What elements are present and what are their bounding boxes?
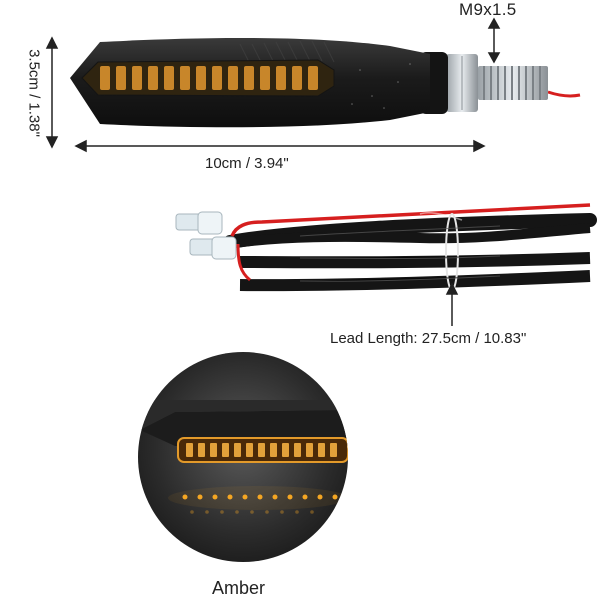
wire-bundle — [175, 203, 597, 326]
lead-length-label: Lead Length: 27.5cm / 10.83" — [330, 330, 527, 347]
height-label: 3.5cm / 1.38" — [25, 49, 43, 137]
length-dimension-arrow — [74, 139, 486, 153]
thread-size-label: M9x1.5 — [459, 0, 517, 19]
color-preview-circle — [138, 352, 348, 562]
length-label: 10cm / 3.94" — [205, 155, 289, 172]
color-option-label: Amber — [212, 578, 266, 598]
height-dimension-arrow — [45, 36, 59, 149]
lead-pointer-arrow — [445, 282, 459, 326]
connector-terminals — [175, 211, 237, 260]
turn-signal-unit — [70, 38, 581, 128]
thread-dimension-arrow — [487, 17, 501, 64]
